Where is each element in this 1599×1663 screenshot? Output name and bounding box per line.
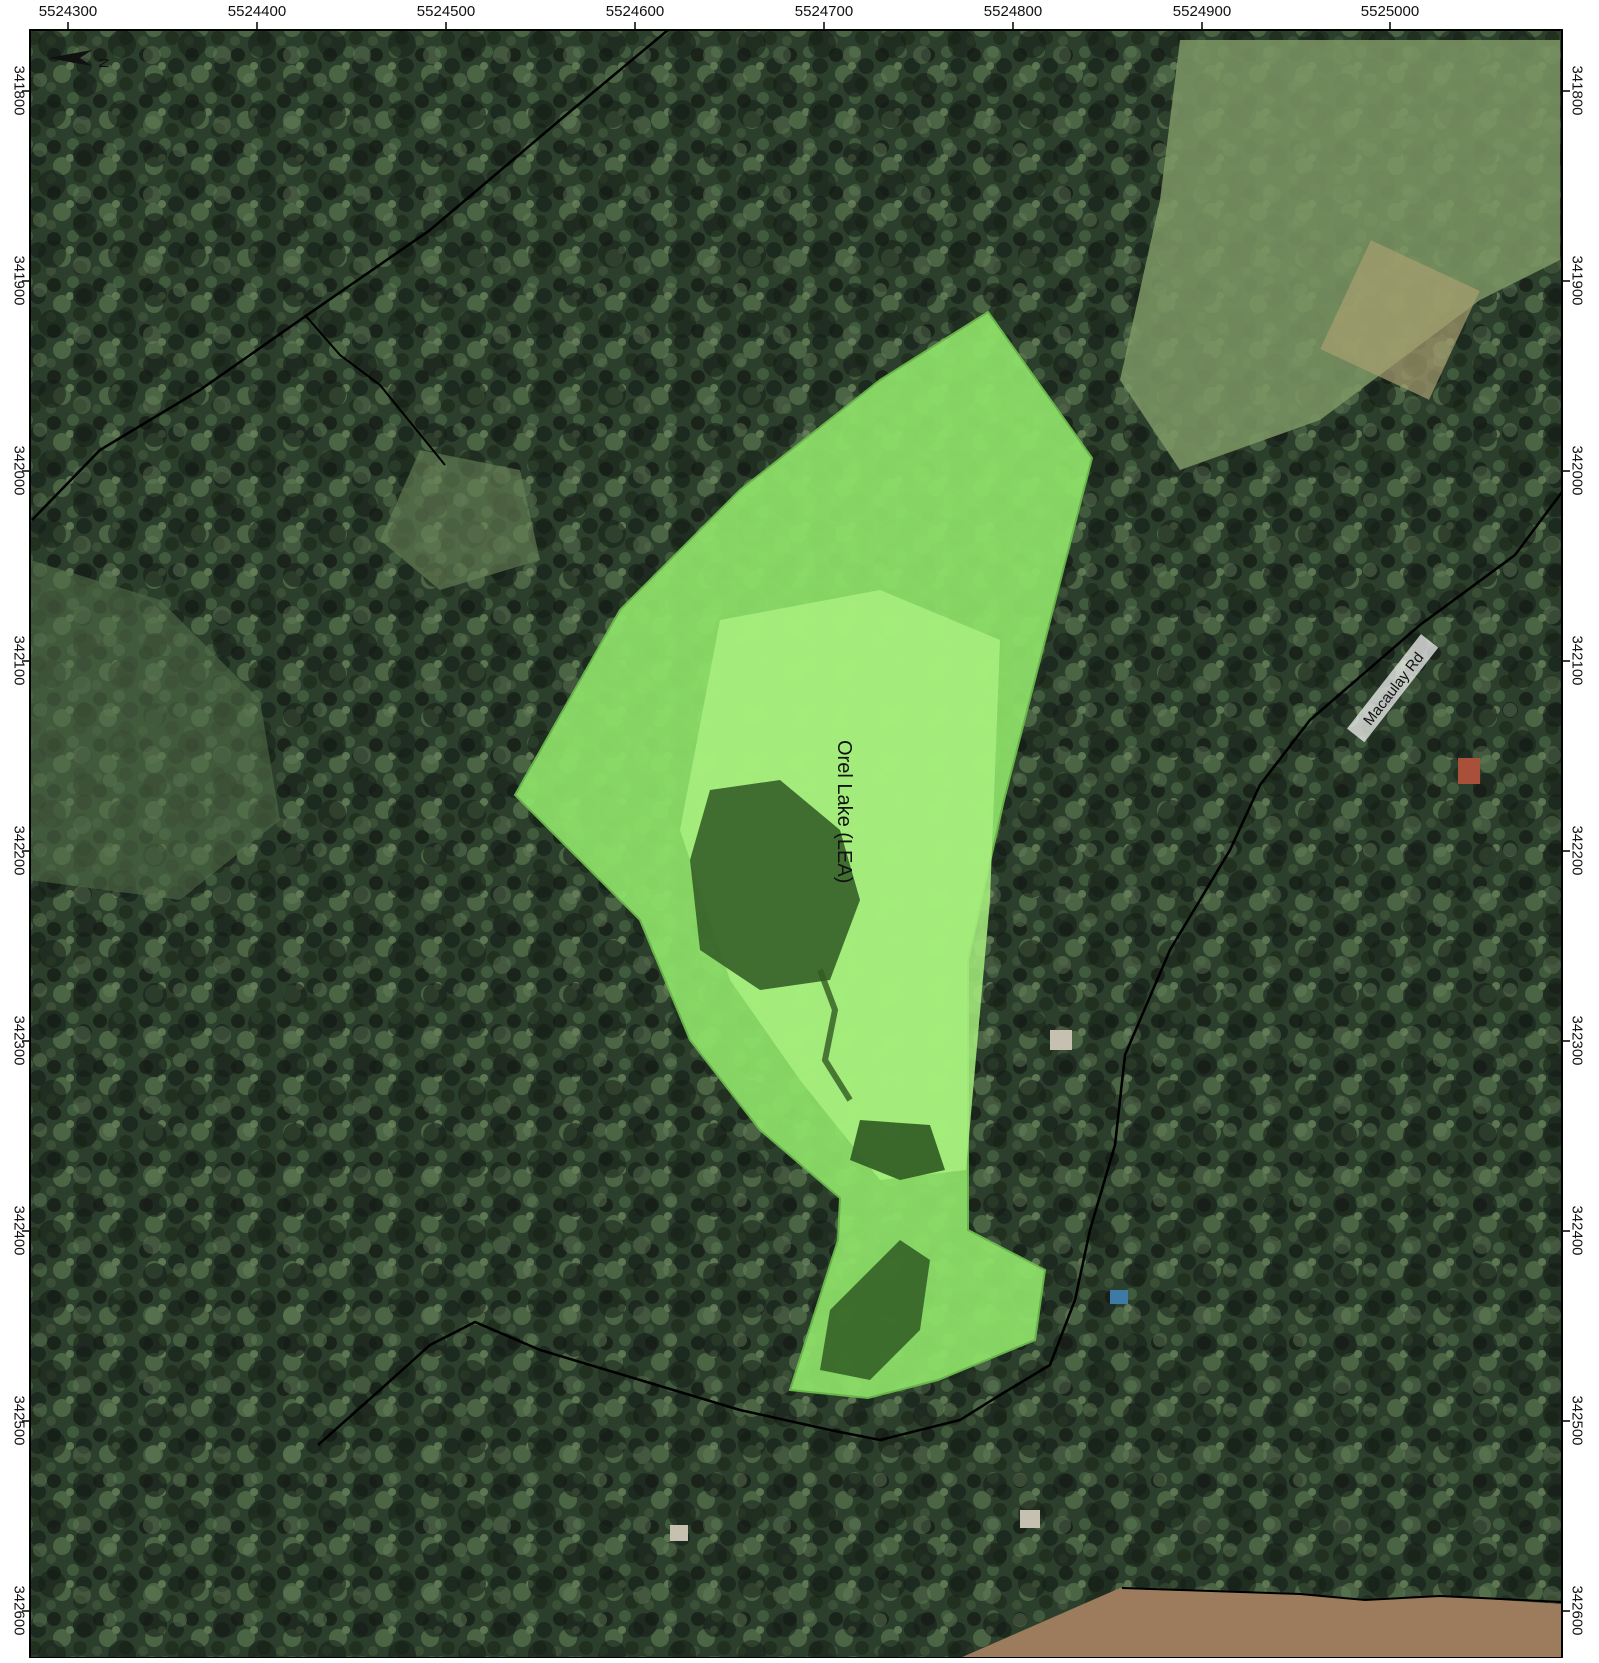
x-tick-label: 5524600 bbox=[605, 3, 665, 20]
y-tick-label-left: 341900 bbox=[10, 255, 28, 306]
x-tick-label: 5524900 bbox=[1172, 3, 1232, 20]
y-tick-label-right: 342400 bbox=[1568, 1205, 1586, 1256]
trail-spur bbox=[304, 314, 446, 466]
side-ticks bbox=[22, 90, 1570, 1612]
y-tick-label-right: 341900 bbox=[1568, 255, 1586, 306]
macaulay-road bbox=[317, 491, 1562, 1446]
y-tick-label-right: 342200 bbox=[1568, 825, 1586, 876]
meadow-area-northeast bbox=[1120, 40, 1560, 470]
lake-label: Orel Lake (LEA) bbox=[833, 740, 855, 883]
building bbox=[1110, 1290, 1128, 1304]
meadow-area-west bbox=[30, 560, 280, 900]
y-tick-label-left: 342400 bbox=[10, 1205, 28, 1256]
x-tick-label: 5524300 bbox=[38, 3, 98, 20]
y-tick-label-left: 342300 bbox=[10, 1015, 28, 1066]
y-tick-label-right: 342100 bbox=[1568, 635, 1586, 686]
trail-north bbox=[31, 30, 669, 521]
lake-dark-vegetation-south bbox=[850, 1120, 945, 1180]
lake-dark-vegetation-southern-lobe bbox=[820, 1240, 930, 1380]
y-tick-label-left: 342200 bbox=[10, 825, 28, 876]
road-south bbox=[1121, 1587, 1562, 1603]
y-tick-label-right: 342600 bbox=[1568, 1585, 1586, 1636]
y-tick-label-right: 342500 bbox=[1568, 1395, 1586, 1446]
y-tick-label-right: 342300 bbox=[1568, 1015, 1586, 1066]
x-tick-label: 5524400 bbox=[227, 3, 287, 20]
x-tick-label: 5525000 bbox=[1360, 3, 1420, 20]
y-tick-label-left: 342600 bbox=[10, 1585, 28, 1636]
field-patch bbox=[1320, 240, 1480, 400]
north-arrow-icon: N bbox=[48, 50, 112, 68]
y-tick-label-left: 341800 bbox=[10, 65, 28, 116]
building bbox=[1458, 758, 1480, 784]
farm-field bbox=[960, 1588, 1562, 1658]
north-arrow-label: N bbox=[96, 58, 112, 68]
y-tick-label-right: 341800 bbox=[1568, 65, 1586, 116]
y-tick-label-left: 342100 bbox=[10, 635, 28, 686]
lake-dark-vegetation bbox=[690, 780, 860, 990]
building bbox=[670, 1525, 688, 1541]
x-tick-label: 5524800 bbox=[983, 3, 1043, 20]
x-tick-label: 5524500 bbox=[416, 3, 476, 20]
top-ticks bbox=[67, 22, 1391, 30]
x-tick-label: 5524700 bbox=[794, 3, 854, 20]
clearing-northwest bbox=[380, 450, 540, 590]
building bbox=[1050, 1030, 1072, 1050]
building bbox=[1020, 1510, 1040, 1528]
y-tick-label-left: 342500 bbox=[10, 1395, 28, 1446]
y-tick-label-right: 342000 bbox=[1568, 445, 1586, 496]
y-tick-label-left: 342000 bbox=[10, 445, 28, 496]
